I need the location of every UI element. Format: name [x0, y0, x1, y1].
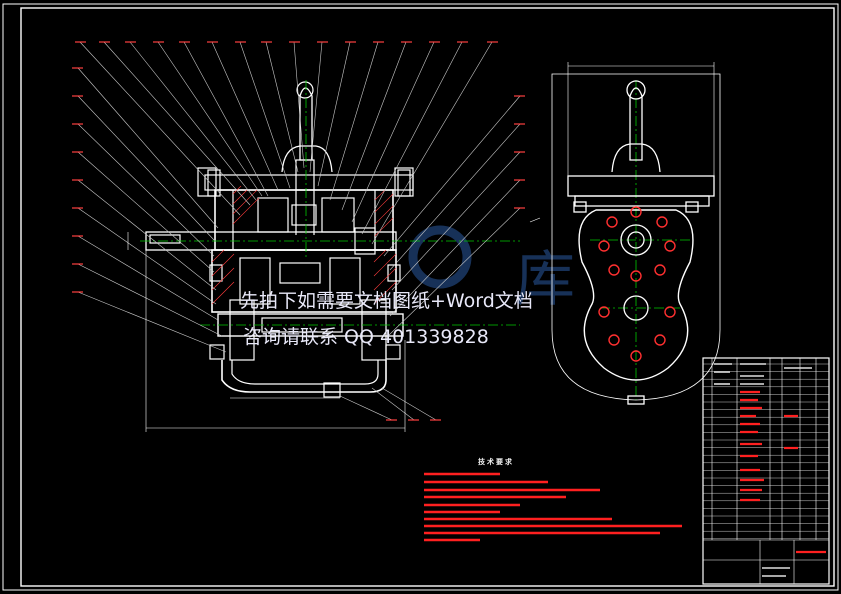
- front-dimensions: [127, 232, 406, 432]
- parts-list-white-entries: [714, 363, 812, 577]
- parts-list-rows: [703, 363, 829, 539]
- leader-tags: [72, 41, 525, 421]
- side-dimensions: [529, 62, 715, 223]
- tech-requirements-lines: [424, 472, 682, 542]
- parts-list-table: [702, 357, 830, 585]
- leader-lines: [77, 41, 521, 421]
- centerlines: [140, 80, 690, 400]
- tech-requirements-title: 技术要求: [478, 457, 514, 466]
- sheet-outer-border: [2, 3, 839, 591]
- sheet-inner-border: [20, 7, 835, 587]
- side-view-bolt-circles: [598, 206, 676, 362]
- parts-list-red-entries: [740, 390, 826, 554]
- watermark-logo: 库: [408, 225, 575, 315]
- watermark-text-line1: 先拍下如需要文档图纸+Word文档: [240, 290, 533, 312]
- section-hatching: [211, 185, 397, 305]
- watermark-text-line2: 咨询请联系 QQ 401339828: [243, 326, 489, 348]
- side-view: [551, 73, 721, 405]
- watermark-logo-char: 库: [515, 245, 575, 315]
